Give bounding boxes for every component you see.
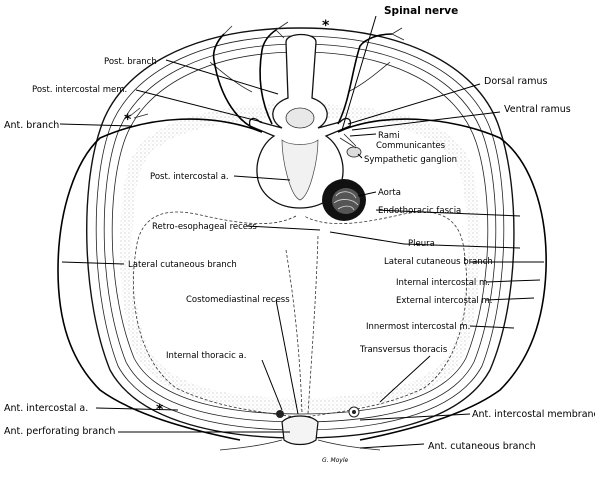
label-lateral-cutaneous-branch-left: Lateral cutaneous branch xyxy=(128,260,237,270)
label-costomediastinal-recess: Costomediastinal recess xyxy=(186,295,290,305)
label-external-intercostal-m: External intercostal m. xyxy=(396,296,492,306)
label-signature: G. Moyle xyxy=(322,457,349,464)
label-pleura: Pleura xyxy=(408,239,435,249)
label-ventral-ramus: Ventral ramus xyxy=(504,104,571,115)
label-post-intercostal-mem: Post. intercostal mem. xyxy=(32,85,127,95)
label-ant-intercostal-a: Ant. intercostal a. xyxy=(4,403,88,414)
label-dorsal-ramus: Dorsal ramus xyxy=(484,76,547,87)
label-spinal-nerve: Spinal nerve xyxy=(384,5,458,17)
label-transversus-thoracis: Transversus thoracis xyxy=(359,345,448,355)
label-rami: Rami xyxy=(378,131,400,141)
label-ant-cutaneous-branch: Ant. cutaneous branch xyxy=(428,441,536,452)
label-communicantes: Communicantes xyxy=(376,141,446,151)
label-post-intercostal-a: Post. intercostal a. xyxy=(150,172,229,182)
label-innermost-intercostal-m: Innermost intercostal m. xyxy=(366,322,470,332)
svg-text:*: * xyxy=(322,18,330,34)
label-endothoracic-fascia: Endothoracic fascia xyxy=(378,206,461,216)
label-ant-branch: Ant. branch xyxy=(4,120,59,131)
label-internal-intercostal-m: Internal intercostal m. xyxy=(396,278,490,288)
label-retro-esophageal-recess: Retro-esophageal recess xyxy=(152,222,257,232)
label-ant-perforating-branch: Ant. perforating branch xyxy=(4,426,115,437)
labels: Spinal nerve Post. branch Post. intercos… xyxy=(4,5,595,464)
aorta-vessel xyxy=(322,179,366,221)
label-lateral-cutaneous-branch-right: Lateral cutaneous branch xyxy=(384,257,493,267)
svg-text:*: * xyxy=(124,112,132,128)
label-ant-intercostal-membrane: Ant. intercostal membrane xyxy=(472,409,595,420)
vertebra xyxy=(209,33,391,209)
sternum xyxy=(219,406,381,451)
endothoracic-fascia-band xyxy=(120,104,480,412)
label-post-branch: Post. branch xyxy=(104,57,157,67)
label-aorta: Aorta xyxy=(378,188,401,198)
label-internal-thoracic-a: Internal thoracic a. xyxy=(166,351,246,361)
leader-lines xyxy=(59,15,544,449)
label-sympathetic-ganglion: Sympathetic ganglion xyxy=(364,155,457,165)
